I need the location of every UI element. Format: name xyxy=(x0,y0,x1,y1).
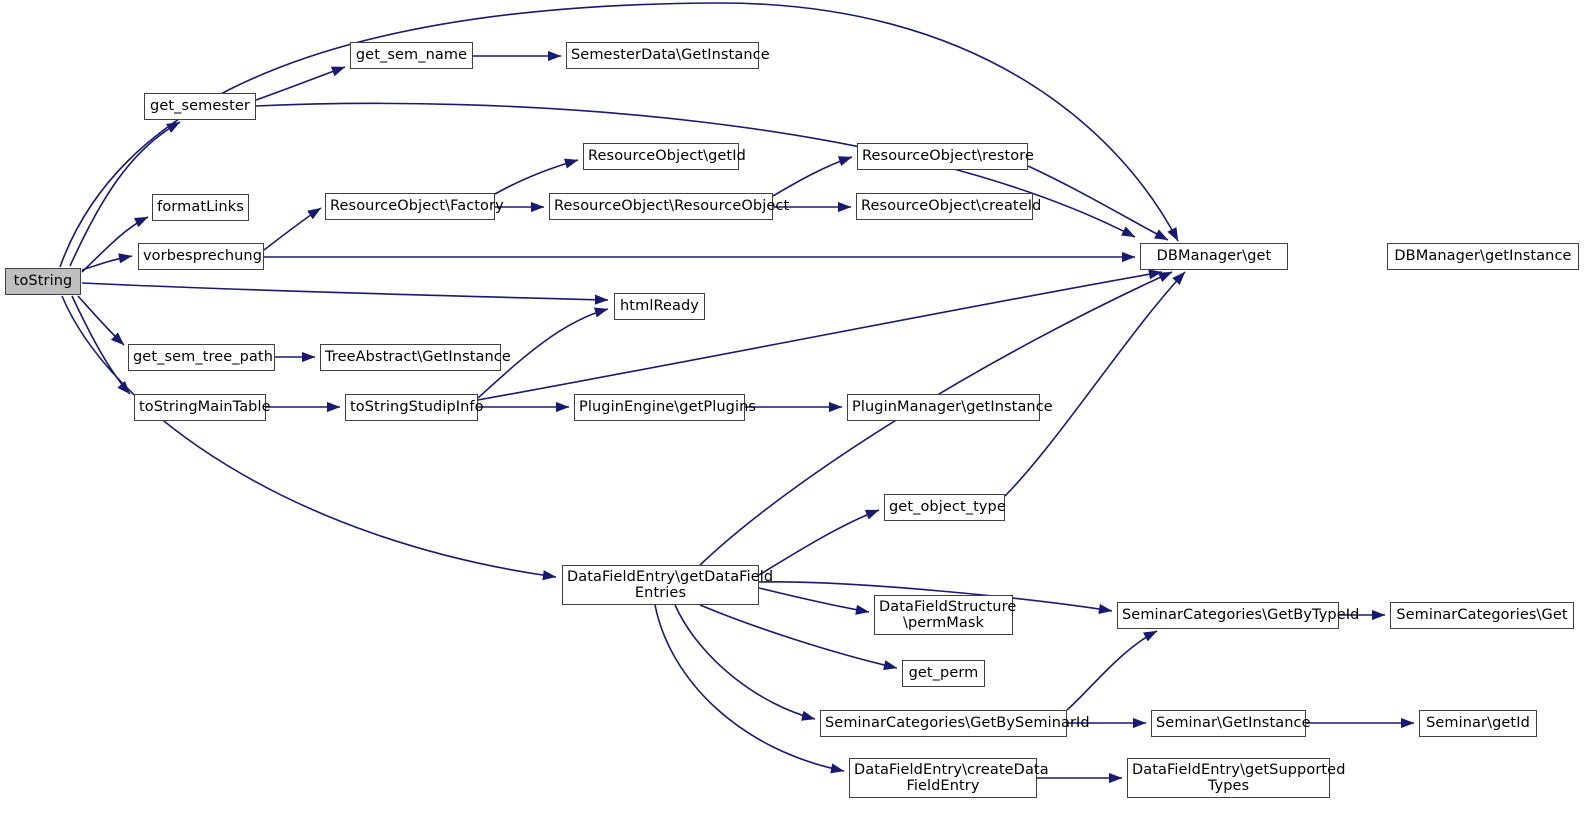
call-edge-dfeGetEntries-to-getPerm xyxy=(699,604,898,671)
graph-node-label: Seminar\GetInstance xyxy=(1156,715,1311,732)
graph-node-label: toStringStudipInfo xyxy=(350,399,484,416)
graph-node-label: DataFieldStructure \permMask xyxy=(879,598,1017,631)
call-edge-toString-to-formatLinks xyxy=(81,216,149,273)
graph-node-label: DataFieldEntry\getDataField Entries xyxy=(567,568,774,601)
graph-node-dbGet[interactable]: DBManager\get xyxy=(1140,243,1288,270)
graph-node-label: SemesterData\GetInstance xyxy=(571,47,770,64)
graph-node-roGetId[interactable]: ResourceObject\getId xyxy=(583,143,746,170)
graph-node-roResourceObject[interactable]: ResourceObject\ResourceObject xyxy=(549,193,790,220)
graph-node-label: get_object_type xyxy=(889,499,1006,516)
graph-node-label: Seminar\getId xyxy=(1426,715,1530,732)
graph-node-pluginManager[interactable]: PluginManager\getInstance xyxy=(847,394,1053,421)
call-edge-getSemester-to-dbGet xyxy=(255,102,1136,238)
graph-node-formatLinks[interactable]: formatLinks xyxy=(152,194,249,221)
graph-node-seminarGetId[interactable]: Seminar\getId xyxy=(1419,710,1537,737)
graph-node-vorbesprechung[interactable]: vorbesprechung xyxy=(138,243,264,270)
call-edge-toString-to-dfeGetEntries xyxy=(61,295,557,581)
graph-node-dbGetInstance[interactable]: DBManager\getInstance xyxy=(1387,243,1579,270)
graph-node-label: TreeAbstract\GetInstance xyxy=(325,349,511,366)
call-edge-toString-to-getSemester xyxy=(69,121,181,267)
graph-node-scGetBySeminarId[interactable]: SeminarCategories\GetBySeminarId xyxy=(820,710,1090,737)
graph-node-label: ResourceObject\Factory xyxy=(330,198,504,215)
graph-node-getSemTreePath[interactable]: get_sem_tree_path xyxy=(128,344,275,371)
graph-node-getObjectType[interactable]: get_object_type xyxy=(884,494,1006,521)
call-edge-dfeGetEntries-to-dfeCreate xyxy=(654,604,845,774)
graph-node-roRestore[interactable]: ResourceObject\restore xyxy=(857,143,1035,170)
graph-node-dfeSupported[interactable]: DataFieldEntry\getSupported Types xyxy=(1127,758,1346,798)
call-edge-dfeGetEntries-to-scGetByTypeId xyxy=(758,581,1113,615)
graph-node-label: DBManager\getInstance xyxy=(1394,248,1572,265)
graph-node-dfeCreate[interactable]: DataFieldEntry\createData FieldEntry xyxy=(849,758,1049,798)
call-edge-toStringStudip-to-dbGet xyxy=(477,269,1163,401)
graph-node-label: ResourceObject\createId xyxy=(861,198,1042,215)
call-edge-toString-to-toStringMain xyxy=(71,295,131,395)
graph-node-label: formatLinks xyxy=(157,199,244,216)
graph-node-toStringStudip[interactable]: toStringStudipInfo xyxy=(345,394,484,421)
call-edge-getSemester-to-getSemName xyxy=(255,66,346,101)
graph-node-toStringMain[interactable]: toStringMainTable xyxy=(134,394,271,421)
graph-node-label: SeminarCategories\GetByTypeId xyxy=(1122,607,1360,624)
graph-node-roFactory[interactable]: ResourceObject\Factory xyxy=(325,193,504,220)
graph-node-roCreateId[interactable]: ResourceObject\createId xyxy=(856,193,1042,220)
call-edge-toString-to-vorbesprechung xyxy=(81,253,133,271)
graph-node-label: htmlReady xyxy=(620,298,699,315)
call-edge-vorbesprechung-to-roFactory xyxy=(263,207,322,251)
graph-node-label: ResourceObject\ResourceObject xyxy=(554,198,790,215)
call-edge-dfeGetEntries-to-dfsPermMask xyxy=(758,587,870,615)
graph-node-dfsPermMask[interactable]: DataFieldStructure \permMask xyxy=(874,595,1017,635)
call-edge-toString-to-htmlReady xyxy=(81,282,609,305)
graph-node-label: toStringMainTable xyxy=(139,399,271,416)
graph-node-label: get_sem_tree_path xyxy=(133,349,273,366)
call-edge-toString-to-dbGet xyxy=(59,2,1179,268)
call-edge-toStringStudip-to-htmlReady xyxy=(477,307,609,399)
call-edge-toString-to-getSemTreePath xyxy=(77,295,125,346)
graph-node-label: toString xyxy=(13,273,73,290)
graph-node-htmlReady[interactable]: htmlReady xyxy=(614,293,705,320)
graph-node-scGet[interactable]: SeminarCategories\Get xyxy=(1390,602,1574,629)
graph-node-toString[interactable]: toString xyxy=(5,268,81,295)
graph-node-pluginEngine[interactable]: PluginEngine\getPlugins xyxy=(574,394,757,421)
graph-node-getSemName[interactable]: get_sem_name xyxy=(350,42,473,69)
graph-node-seminarGetInst[interactable]: Seminar\GetInstance xyxy=(1151,710,1311,737)
call-edge-getObjectType-to-dbGet xyxy=(1004,271,1186,497)
graph-node-label: DataFieldEntry\getSupported Types xyxy=(1132,761,1346,794)
graph-node-scGetByTypeId[interactable]: SeminarCategories\GetByTypeId xyxy=(1117,602,1360,629)
call-edge-scGetBySeminarId-to-scGetByTypeId xyxy=(1066,630,1158,711)
graph-node-label: SeminarCategories\Get xyxy=(1396,607,1568,624)
call-edge-dfeGetEntries-to-getObjectType xyxy=(758,509,880,576)
graph-node-getSemester[interactable]: get_semester xyxy=(144,93,256,120)
call-edge-roResourceObject-to-roRestore xyxy=(772,156,853,197)
call-edge-roRestore-to-dbGet xyxy=(1027,165,1169,241)
call-edge-roFactory-to-roGetId xyxy=(494,158,579,195)
graph-node-label: ResourceObject\getId xyxy=(588,148,746,165)
graph-node-dfeGetEntries[interactable]: DataFieldEntry\getDataField Entries xyxy=(562,565,774,605)
graph-node-label: SeminarCategories\GetBySeminarId xyxy=(825,715,1090,732)
graph-node-label: vorbesprechung xyxy=(143,248,263,265)
graph-node-getPerm[interactable]: get_perm xyxy=(902,660,985,687)
graph-node-label: get_semester xyxy=(150,98,250,115)
graph-node-label: ResourceObject\restore xyxy=(862,148,1035,165)
graph-node-label: get_sem_name xyxy=(355,47,468,64)
graph-node-label: PluginEngine\getPlugins xyxy=(579,399,757,416)
graph-node-label: DBManager\get xyxy=(1156,248,1272,265)
graph-node-label: get_perm xyxy=(908,665,979,682)
graph-node-treeAbstract[interactable]: TreeAbstract\GetInstance xyxy=(320,344,511,371)
graph-node-label: DataFieldEntry\createData FieldEntry xyxy=(854,761,1049,794)
graph-node-semesterData[interactable]: SemesterData\GetInstance xyxy=(566,42,770,69)
call-edge-dfeGetEntries-to-scGetBySeminarId xyxy=(674,604,816,721)
graph-node-label: PluginManager\getInstance xyxy=(852,399,1053,416)
